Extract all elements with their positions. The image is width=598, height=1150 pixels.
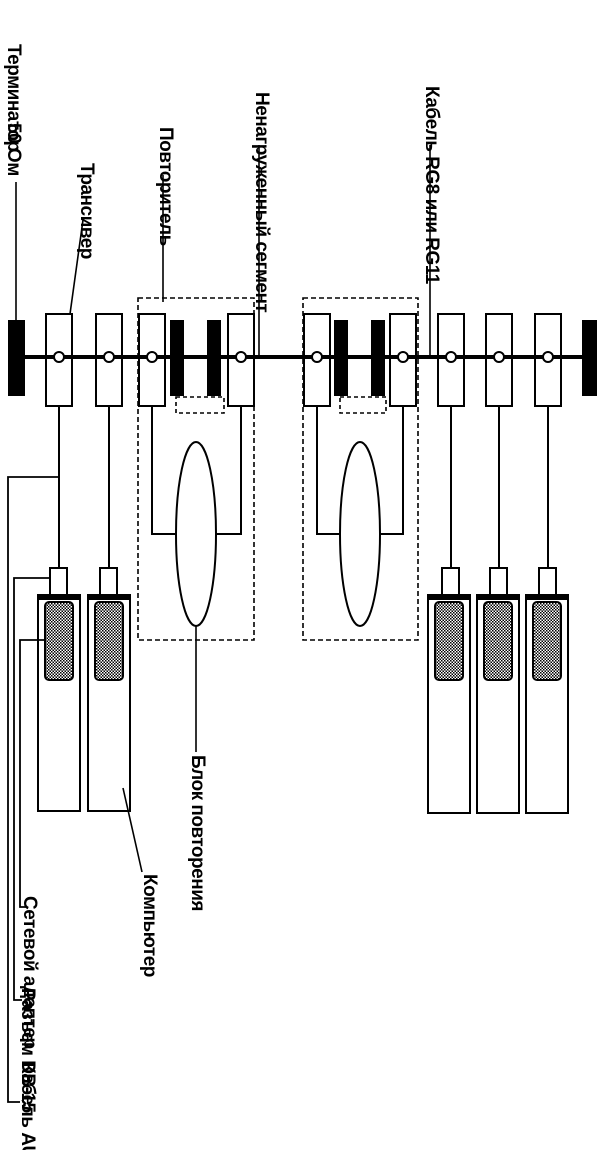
repeat-unit — [175, 441, 217, 627]
repeater — [302, 297, 419, 641]
left-bracket-lines — [7, 476, 59, 1105]
computer-label: Компьютер — [139, 874, 160, 977]
db15-connector-label: Разъем DB-15 — [17, 988, 38, 1114]
cable-label: Кабель RG8 или RG11 — [421, 86, 442, 285]
transceiver-label: Трансивер — [76, 163, 97, 259]
repeater — [137, 297, 255, 641]
unloaded-segment-label: Ненагруженный сегмент — [251, 92, 272, 312]
terminator-left — [8, 320, 25, 396]
repeat-unit — [339, 441, 381, 627]
computer — [427, 567, 569, 814]
aui-cable-label: Кабель AUI — [17, 1062, 38, 1150]
terminator-label: Терминатор — [3, 44, 24, 152]
computer — [37, 567, 131, 812]
repeat-unit-label: Блок повторения — [187, 755, 208, 911]
leader-lines — [15, 145, 431, 873]
terminator-value-label: 50 Ом — [3, 123, 24, 176]
network-adapter-label: Сетевой адаптер — [19, 896, 40, 1049]
transceiver-tap — [53, 351, 554, 363]
repeater-label: Повторитель — [155, 127, 176, 246]
aui-drop-cable — [58, 406, 549, 568]
terminator-right — [582, 320, 597, 396]
